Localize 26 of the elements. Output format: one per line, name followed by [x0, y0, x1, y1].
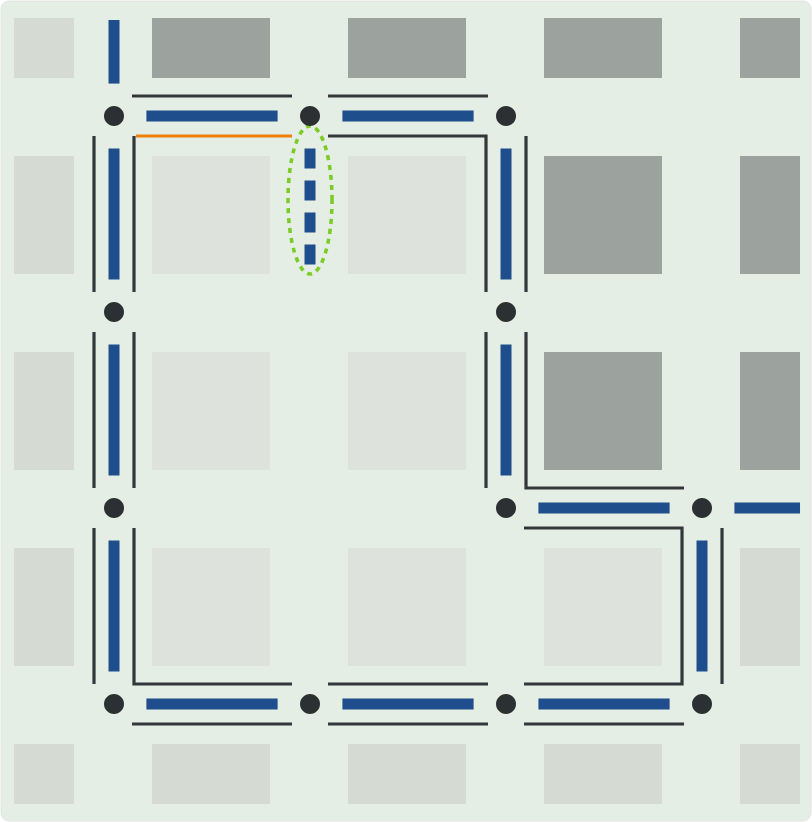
junction-dot — [104, 694, 124, 714]
junction-dot — [300, 694, 320, 714]
junction-dot — [496, 694, 516, 714]
track-segment — [696, 540, 708, 672]
track-segment — [342, 110, 474, 122]
junction-dot — [104, 106, 124, 126]
track-segment — [146, 698, 278, 710]
track-segment — [108, 148, 120, 280]
junction-dot — [104, 498, 124, 518]
junction-dot — [104, 302, 124, 322]
track-segment — [108, 20, 120, 84]
junction-dot — [300, 106, 320, 126]
track-segment — [538, 502, 670, 514]
track-segment — [538, 698, 670, 710]
track-segment — [108, 344, 120, 476]
junction-dot — [692, 498, 712, 518]
junction-dot — [692, 694, 712, 714]
track-segment — [500, 344, 512, 476]
track-segment — [342, 698, 474, 710]
track-segment — [146, 110, 278, 122]
track-segment — [734, 502, 800, 514]
junction-dot — [496, 302, 516, 322]
track-segment — [108, 540, 120, 672]
track-segment — [500, 148, 512, 280]
junction-dot — [496, 106, 516, 126]
junction-dot — [496, 498, 516, 518]
